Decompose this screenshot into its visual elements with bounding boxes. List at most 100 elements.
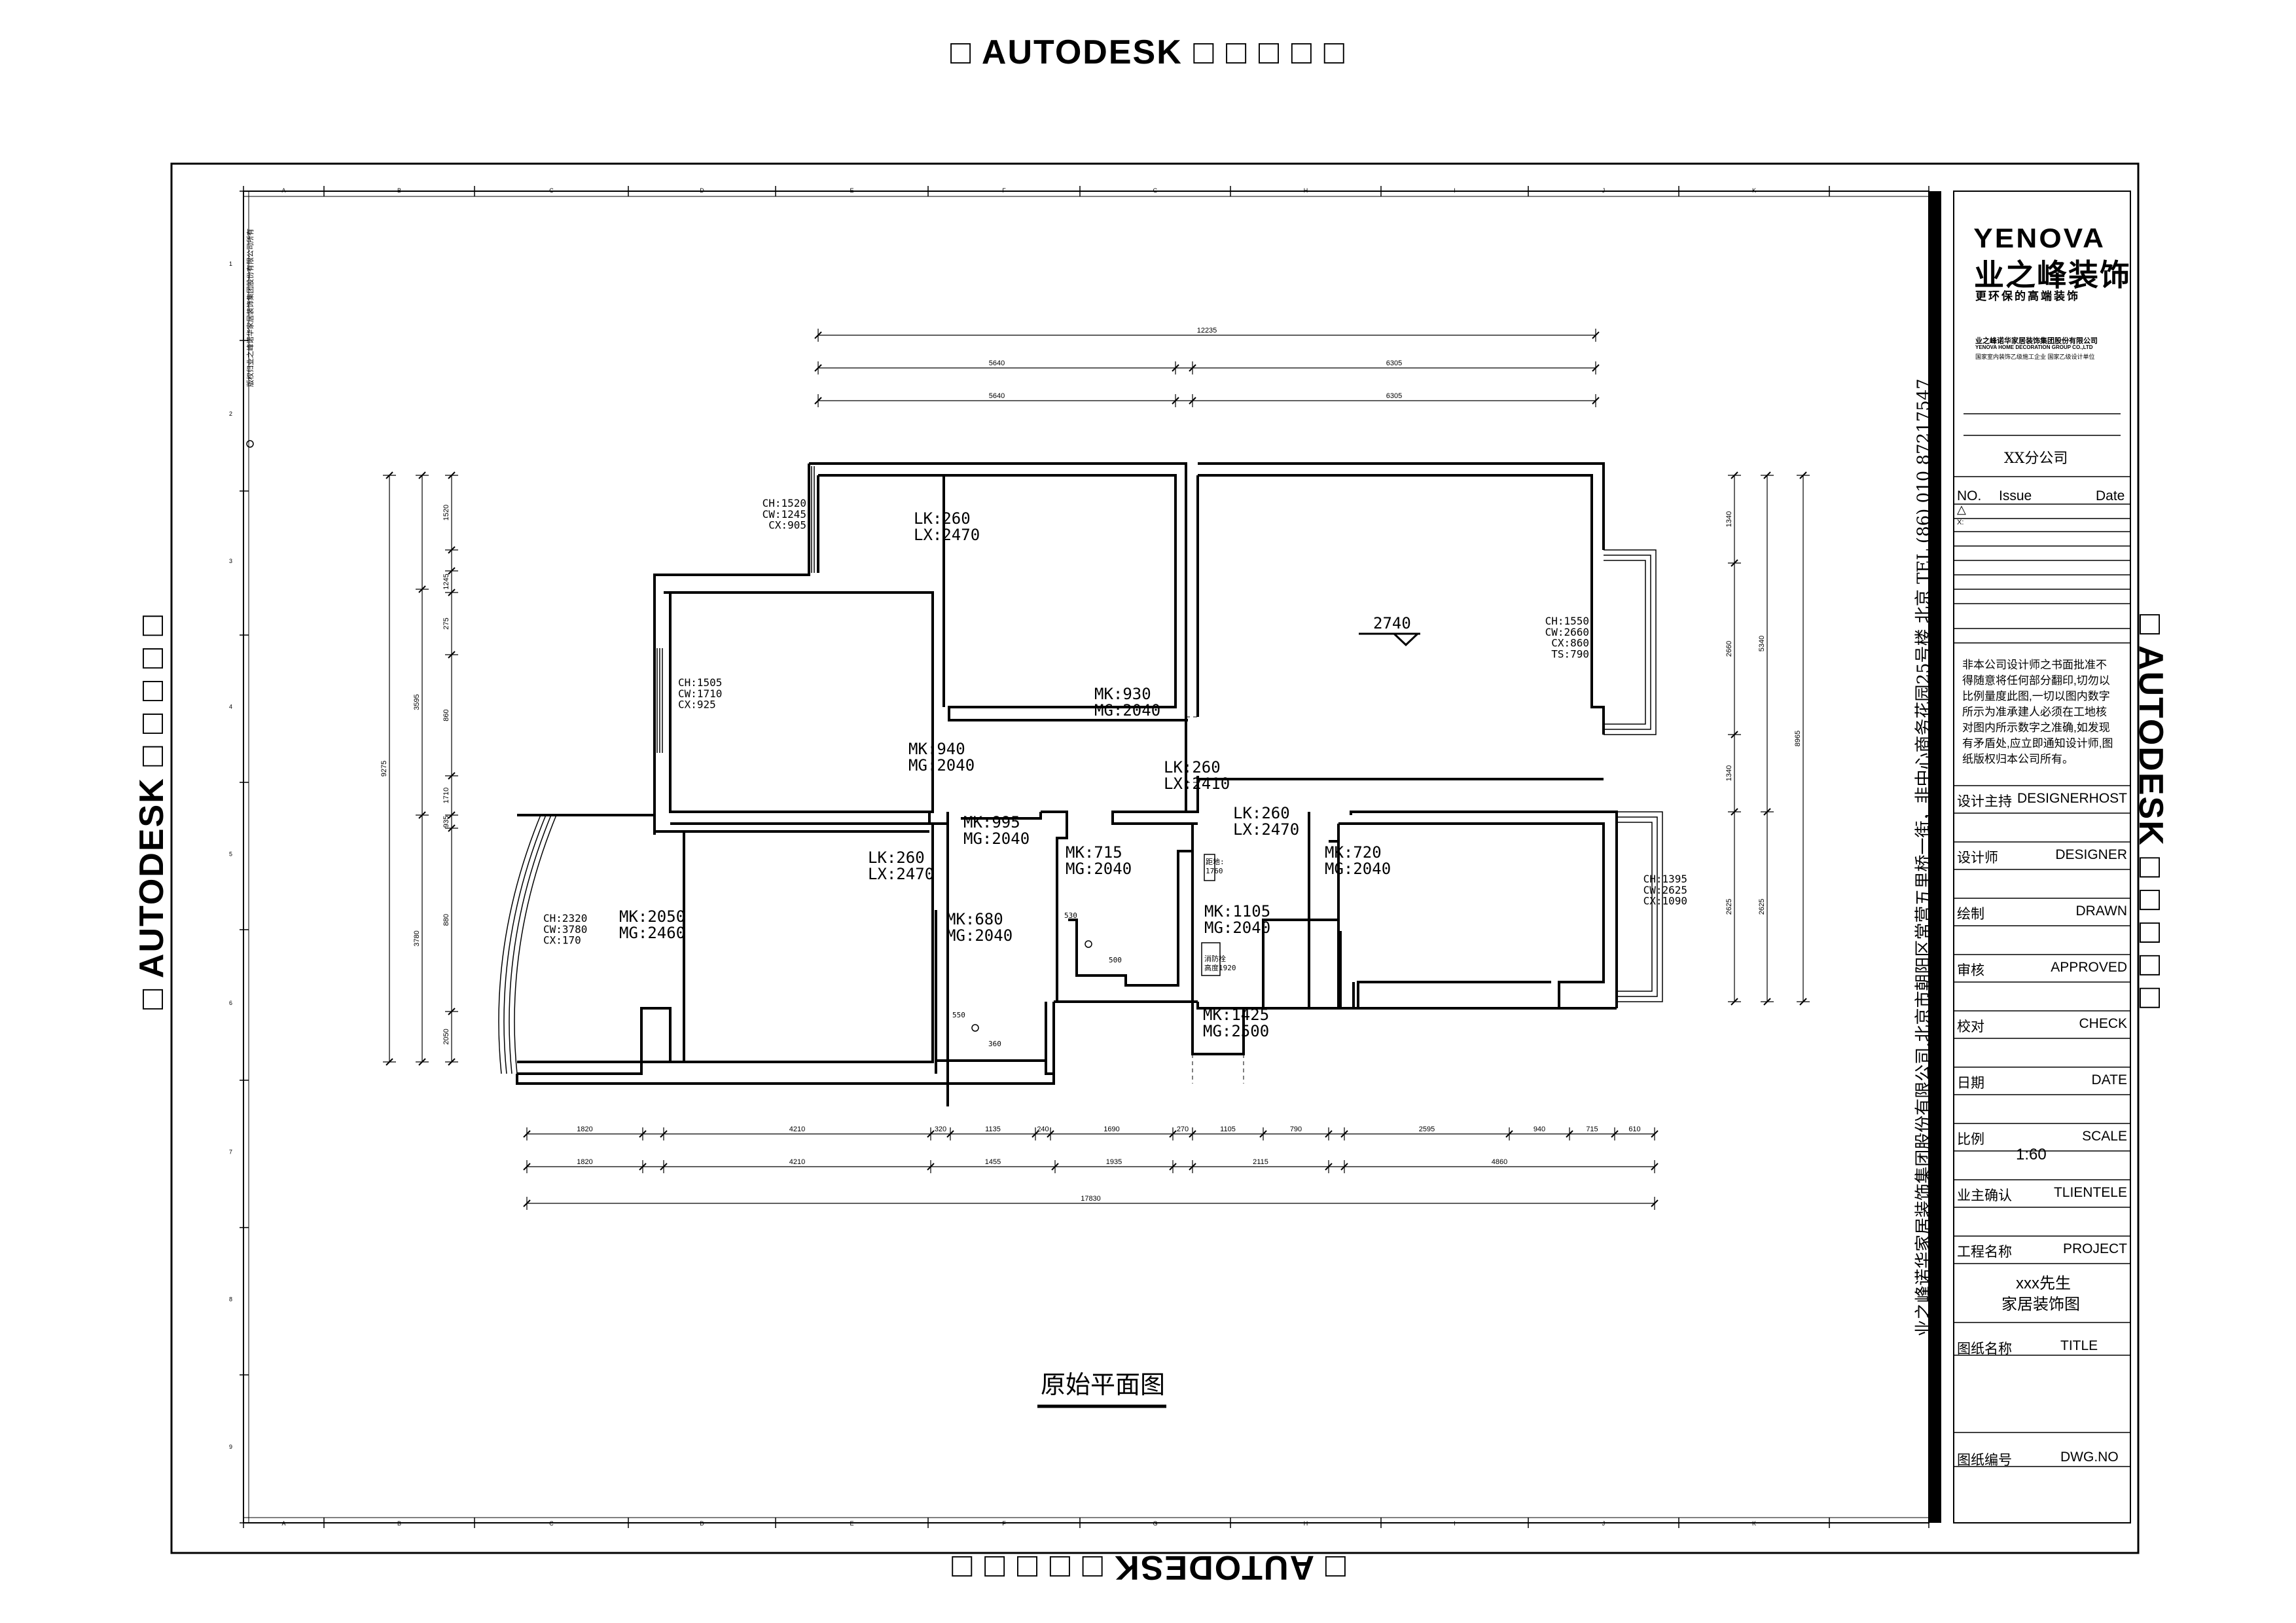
- label-win_right: CW:2660: [1545, 626, 1589, 638]
- tb-row-cn: 工程名称: [1957, 1245, 2012, 1260]
- slogan: 更环保的高端装饰: [1975, 290, 2080, 302]
- tb-row-cn: 业主确认: [1957, 1188, 2012, 1203]
- dim-right-row2-text: 5340: [1758, 636, 1766, 651]
- dim-left-row1-text: 935: [442, 816, 450, 828]
- label-win_tl: CW:1245: [762, 508, 806, 520]
- label-win_tl: CH:1520: [762, 497, 806, 509]
- wall-partition-3: [1041, 811, 1068, 1003]
- wall-kitchen-outer: [1350, 811, 1618, 1008]
- wall-top-upper: [809, 462, 1187, 812]
- label-mk930: MG:2040: [1094, 701, 1160, 720]
- grid-number-left: 9: [229, 1444, 232, 1450]
- label-lk_left: LK:260: [868, 848, 925, 867]
- walls: [516, 462, 1618, 1106]
- fixtures: [971, 854, 1221, 1032]
- dim-bottom-row2-text: 4860: [1492, 1158, 1507, 1166]
- label-lk_top: LX:2470: [914, 526, 980, 544]
- label-mk715: MK:715: [1066, 843, 1122, 862]
- tb-row-cn: 绘制: [1957, 907, 1984, 922]
- tb-row-en: DRAWN: [2075, 903, 2127, 919]
- grid-letter-bottom: I: [1454, 1520, 1456, 1527]
- title-block-bar: [1929, 191, 1941, 1523]
- tb-row-en: DESIGNER: [2055, 847, 2127, 862]
- wall-stub: [1111, 776, 1199, 825]
- label-win_bay: CX:170: [543, 934, 581, 947]
- grid-number-left: 3: [229, 558, 232, 564]
- ceiling-height-symbol: [1359, 632, 1420, 647]
- tb-row-cn: 校对: [1957, 1019, 1984, 1034]
- wall-room-left: [664, 591, 934, 813]
- tb-row-cn: 设计师: [1957, 850, 1998, 866]
- copyright-text: 版权归业之峰诺华家居装饰集团股份有限公司所有: [246, 228, 255, 387]
- grid-number-left: 6: [229, 1000, 232, 1006]
- label-small-530: 530: [1064, 911, 1077, 920]
- label-mk940: MK:940: [908, 740, 965, 758]
- dim-bottom-row1-text: 790: [1290, 1125, 1302, 1133]
- rev-issue: Issue: [1999, 488, 2032, 503]
- dim-right-row1-text: 2660: [1725, 641, 1733, 657]
- wall-bay-top: [517, 814, 656, 835]
- dim-bottom-row2-text: 1935: [1106, 1158, 1122, 1166]
- title-block-frame: [1953, 191, 2131, 1523]
- dim-bottom-row2-text: 4210: [789, 1158, 805, 1166]
- dim-bottom-row2-text: 1820: [577, 1158, 592, 1166]
- tb-row-en: TLIENTELE: [2053, 1185, 2127, 1200]
- grid-letter-top: I: [1454, 187, 1456, 194]
- dim-bottom-row1-text: 940: [1534, 1125, 1545, 1133]
- label-win_r2: CX:1090: [1643, 895, 1687, 907]
- label-mk995: MG:2040: [963, 830, 1030, 848]
- label-lk_left: LX:2470: [868, 865, 934, 883]
- wall-bath: [1068, 824, 1194, 987]
- wall-stub-2: [928, 812, 948, 825]
- grid-letter-top: G: [1153, 187, 1157, 194]
- label-win_left: CW:1710: [678, 687, 722, 700]
- grid-letter-bottom: D: [700, 1520, 704, 1527]
- rev-no: NO.: [1957, 488, 1982, 503]
- dim-bottom-total-text: 17830: [1081, 1195, 1101, 1203]
- title-label-en: TITLE: [2060, 1338, 2098, 1353]
- wall-hall: [1191, 841, 1245, 1055]
- wall-outline-upper-left: [653, 464, 929, 833]
- grid-letter-top: K: [1752, 187, 1756, 194]
- openings: [1185, 716, 1309, 1084]
- grid-letter-bottom: G: [1153, 1520, 1157, 1527]
- grid-letter-bottom: C: [549, 1520, 554, 1527]
- company-en: YENOVA HOME DECORATION GROUP CO.,LTD: [1975, 344, 2093, 350]
- tb-row-en: DESIGNERHOST: [2017, 791, 2127, 806]
- wall-bath2: [935, 910, 1047, 1062]
- rev-x: X:: [1957, 519, 1964, 526]
- label-mk715: MG:2040: [1066, 860, 1132, 878]
- label-win_tl: CX:905: [768, 519, 806, 532]
- label-win_right: TS:790: [1551, 647, 1589, 660]
- tb-row-cn: 设计主持: [1957, 794, 2012, 809]
- company-full: 业之峰诺华家居装饰集团股份有限公司: [1975, 337, 2098, 345]
- dim-left-row1-text: 275: [442, 617, 450, 629]
- label-small-360: 360: [988, 1040, 1001, 1048]
- tb-row-en: CHECK: [2079, 1016, 2127, 1031]
- dwg-no-en: DWG.NO: [2060, 1450, 2119, 1465]
- dim-bottom-row1-text: 1820: [577, 1125, 592, 1133]
- dim-left-row2-text: 3595: [413, 694, 421, 710]
- dim-bottom-row2-text: 2115: [1253, 1158, 1268, 1166]
- grid-letter-bottom: E: [850, 1520, 853, 1527]
- label-win_right: CX:860: [1551, 637, 1589, 649]
- dim-left-row1-text: 880: [442, 914, 450, 926]
- dim-bottom-row1-text: 1690: [1103, 1125, 1119, 1133]
- grid-letter-bottom: F: [1002, 1520, 1006, 1527]
- label-mk720: MK:720: [1325, 843, 1382, 862]
- dim-bottom-row2-text: 1455: [985, 1158, 1001, 1166]
- label-fire-hydrant: 消防栓: [1204, 954, 1226, 963]
- dim-left-row1-text: 1710: [442, 788, 450, 803]
- dim-top-row1-text: 5640: [989, 359, 1005, 367]
- project-name-line1: xxx先生: [2016, 1275, 2071, 1292]
- label-floor-drain: 距地:: [1206, 858, 1225, 866]
- fire-hydrant-box: [1201, 942, 1221, 976]
- label-floor-drain: 1760: [1206, 867, 1223, 875]
- label-small-550: 550: [952, 1011, 965, 1019]
- grid-number-left: 8: [229, 1296, 232, 1303]
- label-mk680: MK:680: [946, 910, 1003, 928]
- dim-right-row2-text: 2625: [1758, 899, 1766, 915]
- dim-right-row1-text: 1340: [1725, 511, 1733, 527]
